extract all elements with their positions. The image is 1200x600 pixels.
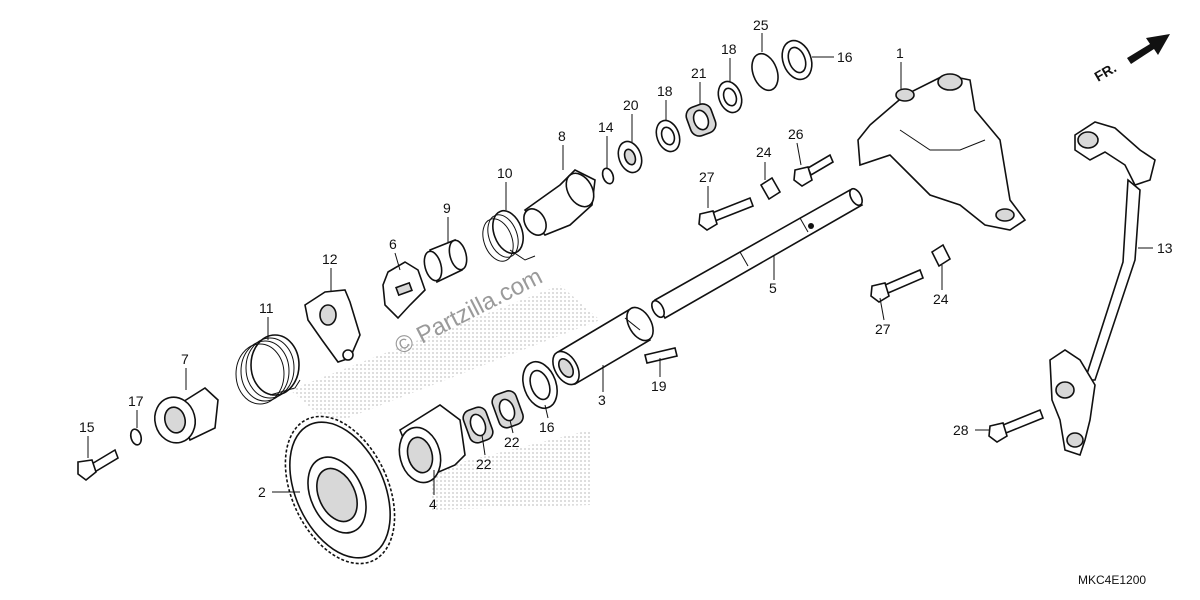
callout-22-left: 22 <box>476 456 492 472</box>
part-2-gear[interactable] <box>264 399 417 581</box>
callout-15: 15 <box>79 419 95 435</box>
callout-18-right: 18 <box>721 41 737 57</box>
callout-6: 6 <box>389 236 397 252</box>
part-3-sleeve[interactable] <box>547 303 658 389</box>
part-10-spring[interactable] <box>477 207 536 266</box>
callout-4: 4 <box>429 496 437 512</box>
part-6-plate[interactable] <box>382 261 426 320</box>
part-11-coil-spring[interactable] <box>235 334 301 405</box>
part-22-needle-bearing-b[interactable] <box>461 405 495 445</box>
part-16-washer-top[interactable] <box>777 36 817 83</box>
callout-16-top: 16 <box>837 49 853 65</box>
part-21-needle-bearing[interactable] <box>684 101 719 138</box>
diagram-code: MKC4E1200 <box>1078 573 1146 587</box>
callout-5: 5 <box>769 280 777 296</box>
part-19-pin[interactable] <box>644 347 678 364</box>
callout-11: 11 <box>259 300 274 316</box>
part-4-hub[interactable] <box>393 404 466 487</box>
part-18-washer-left[interactable] <box>652 117 684 155</box>
part-8-collar[interactable] <box>519 168 599 239</box>
callout-9: 9 <box>443 200 451 216</box>
part-9-bushing[interactable] <box>421 238 469 284</box>
part-12-ratchet-plate[interactable] <box>304 289 361 363</box>
direction-label: FR. <box>1092 59 1120 84</box>
part-7-flanged-bushing[interactable] <box>150 386 219 447</box>
part-24-dowel-pin-lower[interactable] <box>930 243 952 268</box>
callout-7: 7 <box>181 351 189 367</box>
part-14-washer[interactable] <box>601 167 616 185</box>
part-27-bolt-upper[interactable] <box>698 196 755 231</box>
callout-17: 17 <box>128 393 144 409</box>
callout-10: 10 <box>497 165 513 181</box>
callout-24-upper: 24 <box>756 144 772 160</box>
part-24-dowel-pin-upper[interactable] <box>759 176 782 201</box>
callout-12: 12 <box>322 251 338 267</box>
callout-28: 28 <box>953 422 969 438</box>
part-28-bolt[interactable] <box>988 408 1045 443</box>
callout-2: 2 <box>258 484 266 500</box>
callout-19: 19 <box>651 378 667 394</box>
callout-16-lower: 16 <box>539 419 555 435</box>
callout-22-right: 22 <box>504 434 520 450</box>
part-1-housing[interactable] <box>857 73 1027 231</box>
part-13-shift-linkage[interactable] <box>1049 121 1156 457</box>
part-17-washer[interactable] <box>129 428 143 446</box>
callout-27-lower: 27 <box>875 321 891 337</box>
background-shading <box>290 285 600 510</box>
callout-labels: 1 2 3 4 5 6 7 8 9 10 11 12 13 14 15 16 1… <box>79 17 1173 512</box>
front-direction-arrow-icon: FR. <box>1092 34 1170 85</box>
callout-20: 20 <box>623 97 639 113</box>
callout-18-left: 18 <box>657 83 673 99</box>
callout-27-upper: 27 <box>699 169 715 185</box>
callout-8: 8 <box>558 128 566 144</box>
part-25-circlip[interactable] <box>747 50 783 94</box>
callout-26: 26 <box>788 126 804 142</box>
callout-1: 1 <box>896 45 904 61</box>
part-26-bolt[interactable] <box>793 153 835 187</box>
part-15-bolt[interactable] <box>77 448 119 482</box>
part-5-shaft[interactable] <box>649 187 864 320</box>
callout-13: 13 <box>1157 240 1173 256</box>
callout-21: 21 <box>691 65 707 81</box>
part-20-seal[interactable] <box>614 138 646 176</box>
callout-24-lower: 24 <box>933 291 949 307</box>
part-22-needle-bearing-a[interactable] <box>490 389 525 430</box>
leader-lines <box>87 33 1153 495</box>
part-16-washer-lower[interactable] <box>517 357 563 413</box>
part-18-washer-right[interactable] <box>714 78 746 116</box>
callout-25: 25 <box>753 17 769 33</box>
callout-3: 3 <box>598 392 606 408</box>
part-27-bolt-lower[interactable] <box>870 268 925 303</box>
callout-14: 14 <box>598 119 614 135</box>
